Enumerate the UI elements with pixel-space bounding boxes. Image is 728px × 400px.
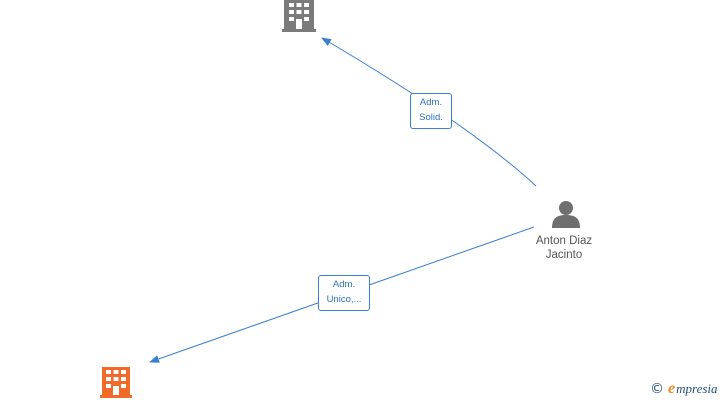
edge-label-line1: Adm. [332, 279, 356, 290]
person-name-line2: Jacinto [545, 249, 583, 261]
brand-name: mpresia [676, 381, 718, 396]
edge-label-line2: Solid. [419, 112, 443, 123]
edge-label-adm-solid[interactable]: Adm. Solid. [410, 93, 452, 129]
person-icon[interactable] [552, 201, 580, 228]
edge-label-adm-unico[interactable]: Adm. Unico,... [318, 275, 370, 311]
edge-label-line2: Unico,... [326, 294, 362, 305]
brand-logo: © e mpresia [650, 379, 718, 399]
person-name[interactable]: Anton Diaz Jacinto [514, 234, 614, 262]
company-bottom-building-icon[interactable] [100, 367, 132, 398]
copyright-symbol: © [650, 381, 664, 397]
edge-label-line1: Adm. [419, 97, 443, 108]
company-top-building-icon[interactable] [282, 0, 316, 32]
person-name-line1: Anton Diaz [535, 235, 593, 247]
brand-initial: e [668, 380, 676, 397]
